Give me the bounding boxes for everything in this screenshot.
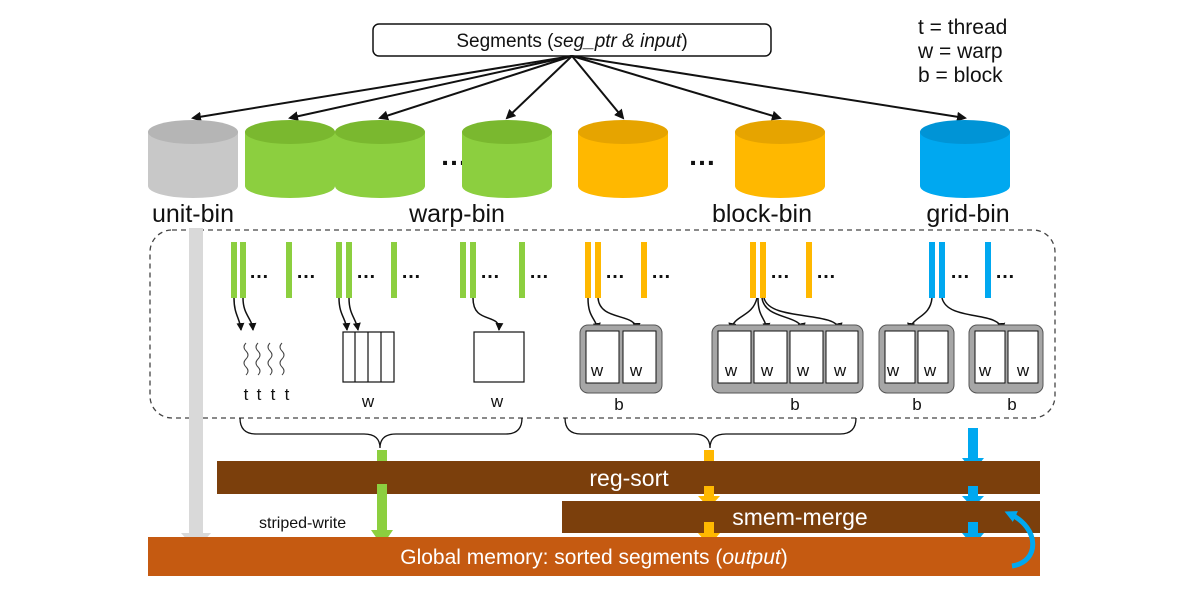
dispatch-arrows: [191, 55, 967, 122]
warp-box: [473, 331, 525, 383]
warp-label: w: [796, 361, 810, 380]
smem-merge-bar: [562, 501, 1040, 533]
global-memory-bar: [148, 537, 1040, 576]
block-label: b: [1007, 395, 1016, 414]
segment-ellipsis: …: [605, 261, 625, 283]
block-bin-ellipsis: …: [688, 140, 716, 171]
warp-segment-group-2: … …: [336, 242, 421, 298]
segment-ellipsis: …: [356, 261, 376, 283]
warp-label: w: [629, 361, 643, 380]
block-bin-label: block-bin: [712, 200, 812, 228]
warp-label: w: [978, 361, 992, 380]
warp-label: w: [760, 361, 774, 380]
thread-squiggles: [243, 342, 285, 376]
block-segment-group-2: … …: [750, 242, 836, 298]
block-bin-brace: [564, 417, 857, 449]
block-label: b: [614, 395, 623, 414]
thread-label: t: [285, 385, 290, 404]
segment-ellipsis: …: [651, 261, 671, 283]
segment-ellipsis: …: [480, 261, 500, 283]
segments-box: Segments (seg_ptr & input): [372, 23, 772, 57]
block-frame-4: w w: [968, 324, 1044, 394]
segment-ellipsis: …: [770, 261, 790, 283]
block-label: b: [790, 395, 799, 414]
grid-bin-label: grid-bin: [926, 200, 1009, 228]
warp-bin-cylinder-2: [335, 120, 425, 198]
warp-label: w: [833, 361, 847, 380]
smem-merge-label: smem-merge: [732, 504, 867, 530]
block-frame-1: w w: [579, 324, 663, 394]
segment-ellipsis: …: [816, 261, 836, 283]
grid-merge-loop-arrow: [1004, 511, 1036, 569]
warp-bin-cylinder-1: [245, 120, 335, 198]
segment-ellipsis: …: [249, 261, 269, 283]
segment-ellipsis: …: [995, 261, 1015, 283]
block-frame-2: w w w w: [711, 324, 864, 394]
thread-label: t: [271, 385, 276, 404]
unit-bin-passthrough-arrow: [181, 228, 211, 550]
warp-label: w: [886, 361, 900, 380]
warp-label: w: [490, 392, 504, 411]
reg-sort-label: reg-sort: [589, 465, 669, 491]
legend-block: b = block: [918, 64, 1003, 87]
block-bin-cylinder-2: [735, 120, 825, 198]
thread-label: t: [257, 385, 262, 404]
segments-box-label: Segments (seg_ptr & input): [456, 31, 687, 52]
segment-ellipsis: …: [296, 261, 316, 283]
warp-lanes-box: [342, 331, 395, 383]
unit-bin-cylinder: [148, 120, 238, 198]
legend-warp: w = warp: [917, 40, 1003, 63]
warp-bin-label: warp-bin: [408, 200, 505, 228]
processing-region: [149, 229, 1056, 419]
warp-label: w: [724, 361, 738, 380]
segment-ellipsis: …: [401, 261, 421, 283]
warp-label: w: [1016, 361, 1030, 380]
warp-bin-brace: [239, 417, 523, 449]
warp-label: w: [361, 392, 375, 411]
reg-sort-bar: [217, 461, 1040, 494]
warp-bin-cylinder-3: [462, 120, 552, 198]
warp-label: w: [923, 361, 937, 380]
legend-thread: t = thread: [918, 16, 1007, 39]
block-frame-3: w w: [878, 324, 955, 394]
block-segment-group-1: … …: [585, 242, 671, 298]
bins-row: … …: [148, 120, 1010, 198]
block-bin-cylinder-1: [578, 120, 668, 198]
striped-write-label: striped-write: [259, 515, 346, 532]
warp-segment-group-1: … …: [231, 242, 316, 298]
segment-ellipsis: …: [950, 261, 970, 283]
unit-bin-label: unit-bin: [152, 200, 234, 228]
grid-segment-group: … …: [929, 242, 1015, 298]
warp-label: w: [590, 361, 604, 380]
global-memory-label: Global memory: sorted segments (output): [400, 546, 788, 569]
block-label: b: [912, 395, 921, 414]
warp-segment-group-3: … …: [460, 242, 549, 298]
grid-bin-cylinder: [920, 120, 1010, 198]
segment-ellipsis: …: [529, 261, 549, 283]
thread-label: t: [244, 385, 249, 404]
legend: t = thread w = warp b = block: [917, 16, 1007, 87]
